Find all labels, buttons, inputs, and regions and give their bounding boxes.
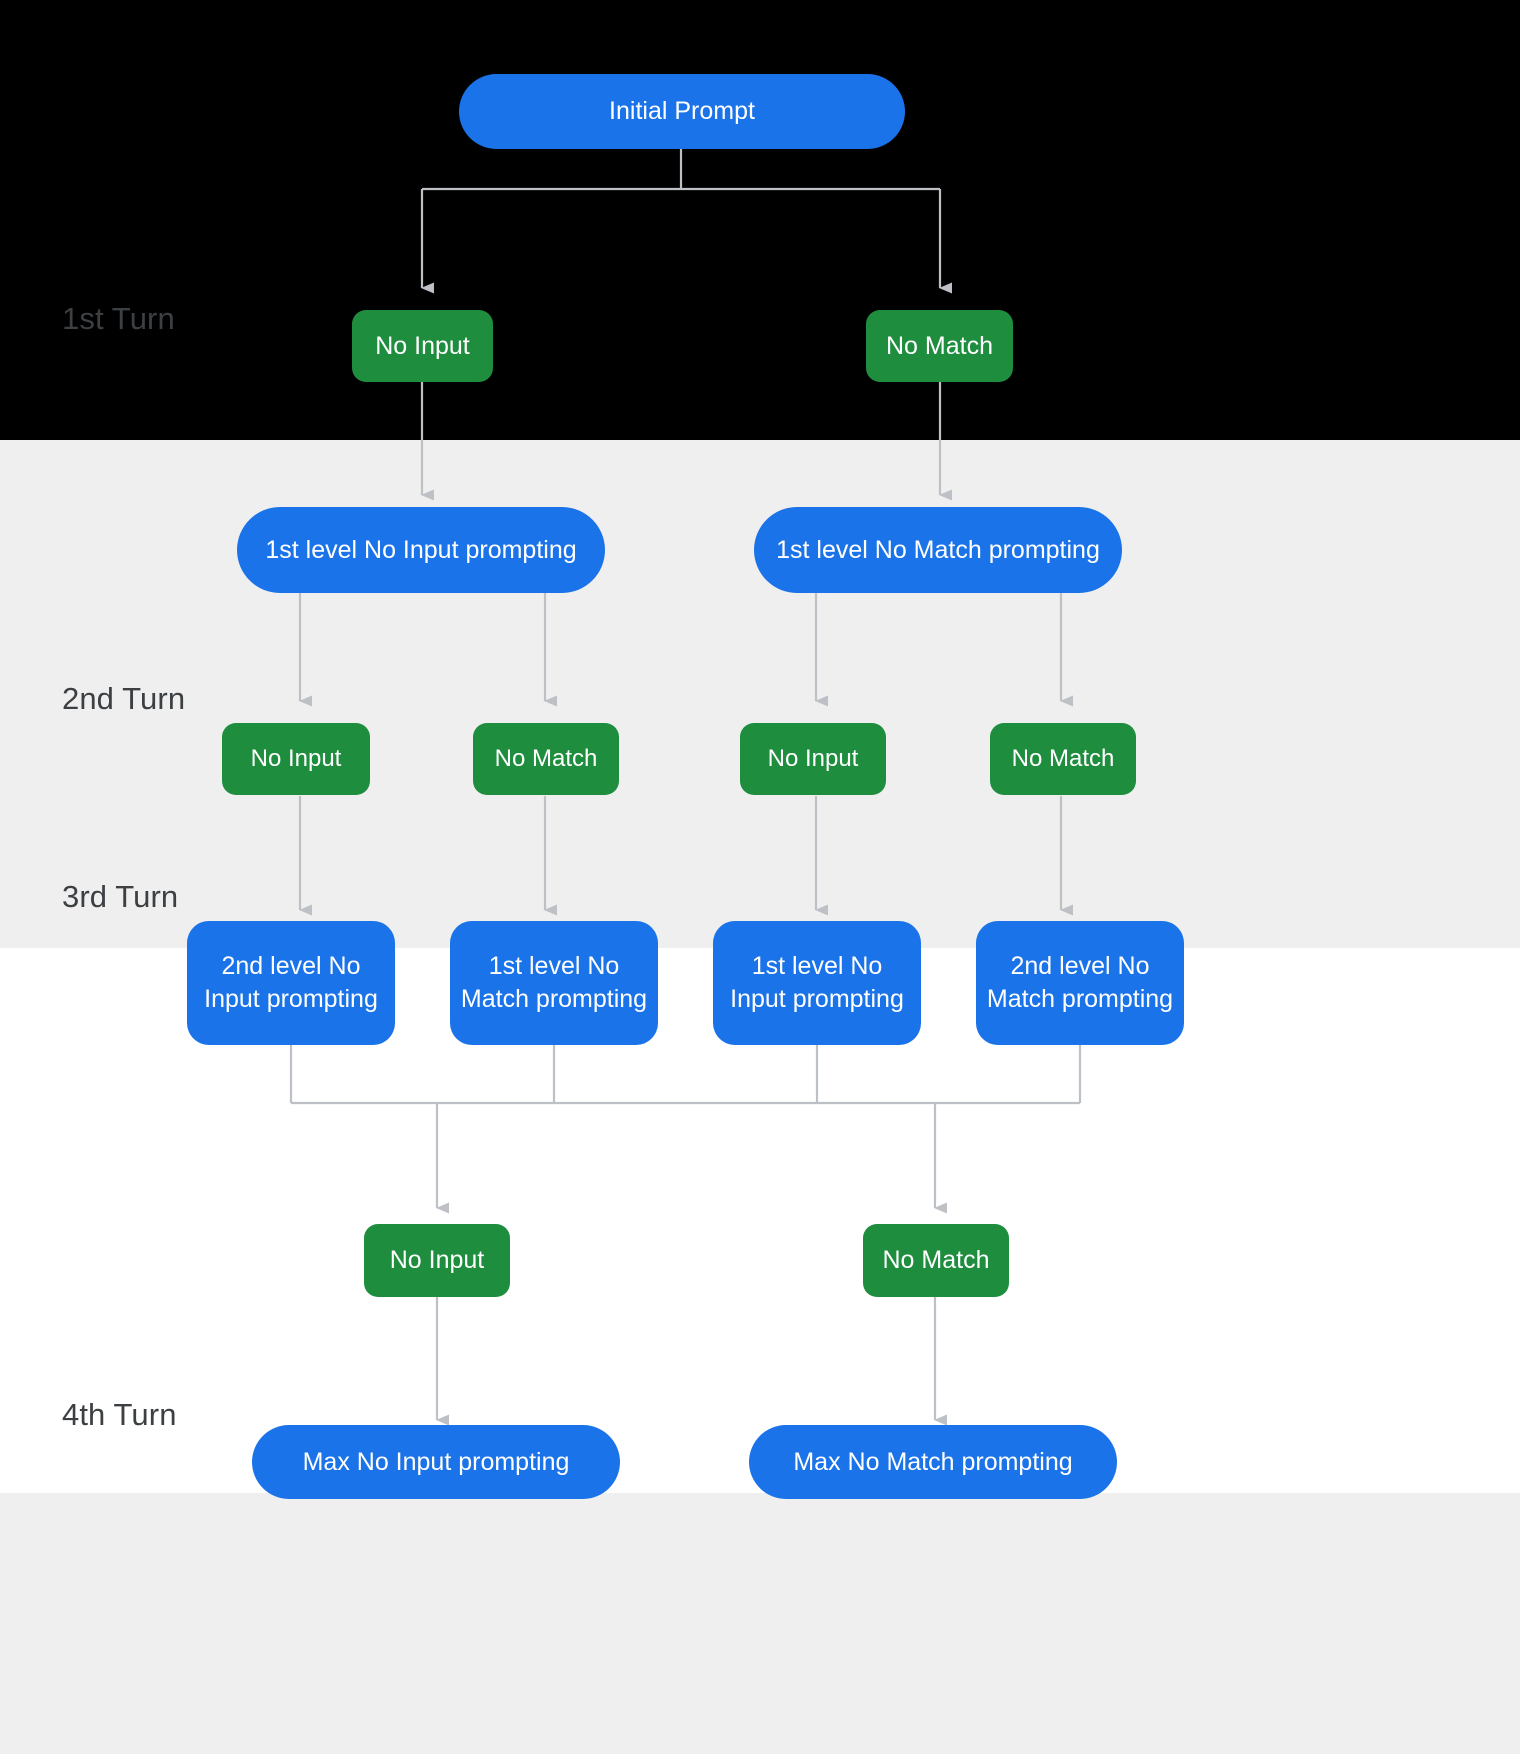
turn-label-3rd: 3rd Turn [62,879,179,914]
node-turn2-no-input-a[interactable]: No Input [222,723,370,795]
node-turn4-max-no-input-prompting[interactable]: Max No Input prompting [252,1425,620,1499]
node-turn1-no-match[interactable]: No Match [866,310,1013,382]
node-turn2-no-match-a[interactable]: No Match [473,723,619,795]
node-turn3-1st-level-no-match-prompting[interactable]: 1st level No Match prompting [450,921,658,1045]
node-turn2-1st-level-no-match-prompting[interactable]: 1st level No Match prompting [754,507,1122,593]
node-turn1-no-input[interactable]: No Input [352,310,493,382]
turn-label-4th: 4th Turn [62,1397,177,1432]
node-turn2-no-match-b[interactable]: No Match [990,723,1136,795]
turn-label-1st: 1st Turn [62,301,175,336]
band-1st-turn [0,0,1520,440]
band-2nd-turn [0,440,1520,948]
band-4th-turn [0,1493,1520,1754]
turn-label-2nd: 2nd Turn [62,681,186,716]
node-turn4-max-no-match-prompting[interactable]: Max No Match prompting [749,1425,1117,1499]
node-turn2-no-input-b[interactable]: No Input [740,723,886,795]
node-turn3-no-input[interactable]: No Input [364,1224,510,1297]
node-turn3-2nd-level-no-input-prompting[interactable]: 2nd level No Input prompting [187,921,395,1045]
node-turn3-1st-level-no-input-prompting[interactable]: 1st level No Input prompting [713,921,921,1045]
node-turn3-2nd-level-no-match-prompting[interactable]: 2nd level No Match prompting [976,921,1184,1045]
node-turn3-no-match[interactable]: No Match [863,1224,1009,1297]
node-turn2-1st-level-no-input-prompting[interactable]: 1st level No Input prompting [237,507,605,593]
node-initial-prompt[interactable]: Initial Prompt [459,74,905,149]
